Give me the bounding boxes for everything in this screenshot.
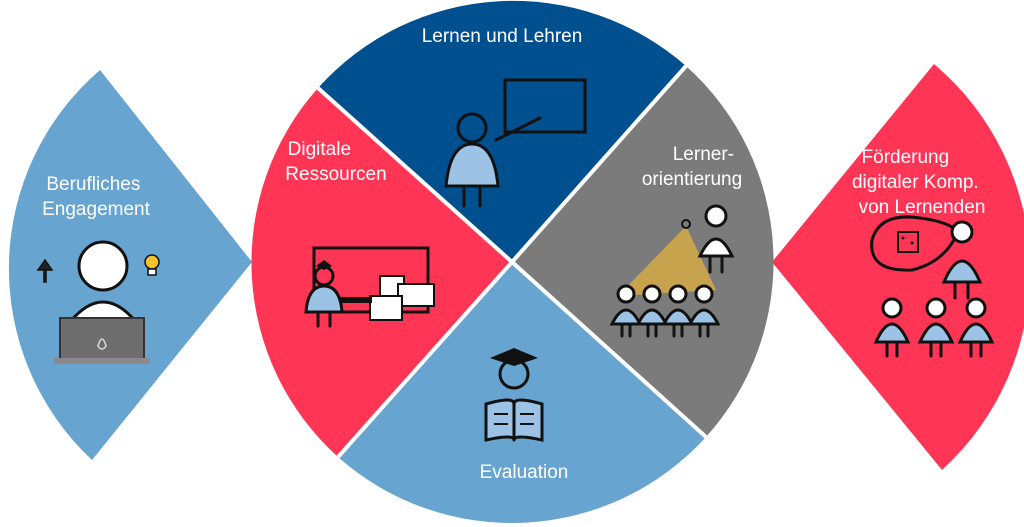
side-segment-berufliches-engagement: Berufliches Engagement [8,70,252,460]
segment-evaluation [338,262,706,524]
side-right-label-line-3: von Lernenden [859,197,986,218]
label-digitale-line-1: Digitale [288,139,351,160]
side-right-label: Förderung digitaler Komp. von Lernenden [852,147,985,218]
upload-arrow-icon [36,258,54,283]
teacher-at-whiteboard-icon [444,78,587,208]
teacher-spotlight-students-icon [609,204,735,338]
student-reading-book-icon [484,348,544,442]
label-lerner-line-1: Lerner- [673,144,734,165]
person-at-laptop-icon [54,240,150,364]
segment-label-evaluation: Evaluation [480,462,569,483]
side-left-label: Berufliches Engagement [42,174,150,220]
central-wheel [251,0,774,524]
student-group-icon [873,297,995,358]
label-digitale-line-2: Ressourcen [285,164,386,185]
segment-lernen-und-lehren [318,0,686,263]
side-left-label-line-2: Engagement [42,199,150,220]
thought-bubble-icon [870,215,983,300]
segment-label-lernen-und-lehren: Lernen und Lehren [422,26,583,47]
label-evaluation-line-1: Evaluation [480,462,569,483]
label-lerner-line-2: orientierung [642,169,742,190]
side-right-label-line-2: digitaler Komp. [852,172,979,193]
label-lernen-line-1: Lernen und Lehren [422,26,583,47]
side-left-label-line-1: Berufliches [46,174,140,195]
segment-lernerorientierung [512,66,774,437]
side-segment-foerderung: Förderung digitaler Komp. von Lernenden [772,64,1024,470]
segment-label-digitale-ressourcen: Digitale Ressourcen [285,139,386,185]
segment-digitale-ressourcen [251,88,512,457]
lightbulb-icon [144,254,160,276]
side-right-label-line-1: Förderung [862,147,950,168]
segment-label-lernerorientierung: Lerner- orientierung [642,144,742,190]
teacher-with-devices-icon [304,246,435,328]
